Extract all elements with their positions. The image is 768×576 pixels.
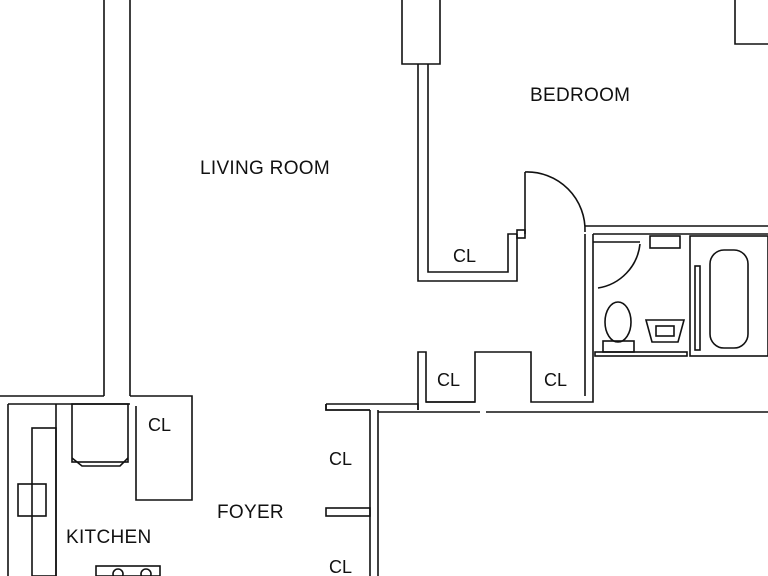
closet-label-hall-right: CL [544,370,567,390]
closet-label-hall-left: CL [437,370,460,390]
toilet-icon [602,301,635,353]
closet-label-foyer-upper: CL [329,449,352,469]
kitchen [0,395,193,576]
room-label-kitchen: KITCHEN [66,527,152,548]
closet-label-bedroom: CL [453,246,476,266]
bathroom [417,234,768,410]
room-label-living-room: LIVING ROOM [200,158,330,179]
closet-label-kitchen: CL [148,415,171,435]
bedroom-door [516,171,586,239]
bedroom-walls [401,0,768,282]
foyer-closets [325,404,371,517]
room-label-foyer: FOYER [217,502,284,523]
sink-icon [644,319,686,343]
room-label-bedroom: BEDROOM [530,85,630,106]
living-room-west-wall [103,0,131,396]
closet-label-foyer-lower: CL [329,557,352,576]
hall-closets [325,401,768,576]
